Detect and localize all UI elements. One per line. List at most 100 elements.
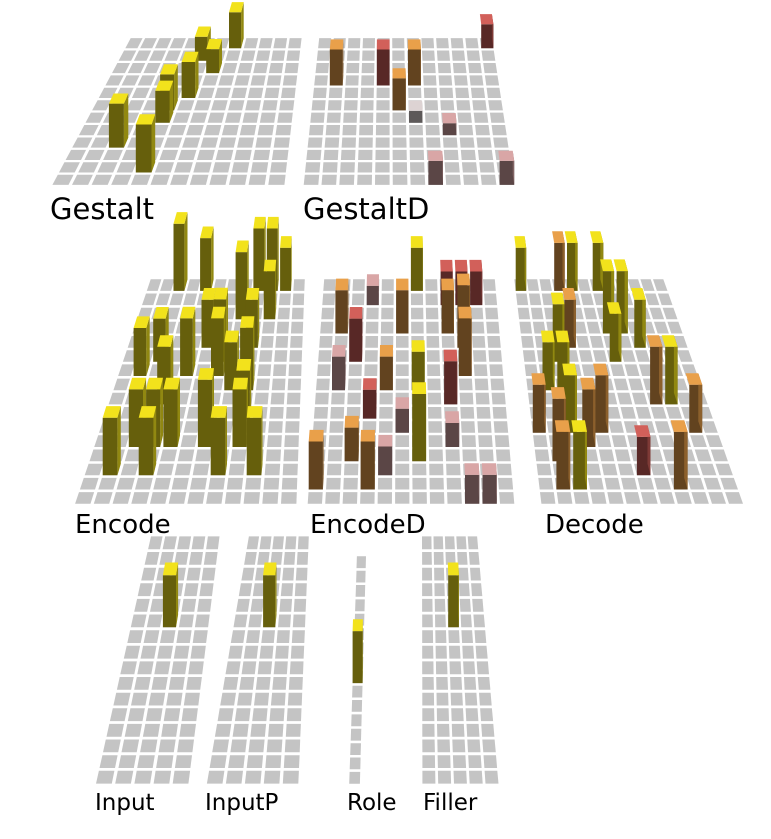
- grid-cell: [189, 174, 209, 185]
- grid-cell: [436, 692, 449, 706]
- grid-cell: [264, 463, 281, 476]
- grid-cell: [657, 293, 673, 306]
- block-front-face: [392, 78, 406, 111]
- block-front-face: [210, 417, 226, 476]
- block-side-face: [458, 562, 459, 628]
- grid-cell: [381, 307, 394, 320]
- grid-cell: [168, 492, 187, 504]
- grid-cell: [190, 645, 206, 659]
- grid-cell: [613, 378, 629, 391]
- activation-block: [442, 113, 457, 136]
- grid-cell: [327, 100, 342, 111]
- layer-input: [96, 536, 220, 784]
- grid-cell: [92, 100, 112, 111]
- grid-cell: [411, 321, 424, 334]
- grid-cell: [272, 536, 284, 550]
- grid-cell: [381, 279, 394, 291]
- grid-cell: [262, 321, 275, 334]
- grid-cell: [186, 125, 204, 136]
- grid-cell: [343, 112, 358, 123]
- grid-cell: [438, 75, 453, 86]
- block-top-face: [646, 335, 663, 347]
- grid-cell: [364, 350, 378, 362]
- grid-cell: [275, 336, 289, 348]
- grid-cell: [465, 708, 479, 722]
- grid-cell: [352, 685, 363, 698]
- grid-cell: [350, 743, 361, 755]
- grid-cell: [190, 477, 207, 490]
- grid-cell: [250, 723, 267, 737]
- grid-cell: [127, 708, 145, 722]
- grid-cell: [130, 614, 147, 628]
- block-side-face: [322, 429, 324, 490]
- grid-cell: [150, 598, 166, 612]
- activation-block: [407, 39, 421, 86]
- grid-cell: [319, 336, 333, 348]
- block-top-face: [163, 377, 180, 390]
- grid-cell: [158, 739, 176, 753]
- grid-cell: [427, 392, 442, 405]
- grid-cell: [108, 392, 126, 405]
- block-side-face: [573, 288, 576, 348]
- grid-cell: [124, 449, 143, 462]
- grid-cell: [458, 583, 470, 597]
- grid-cell: [379, 421, 393, 433]
- grid-cell: [187, 492, 205, 504]
- block-side-face: [253, 316, 255, 391]
- grid-cell: [241, 661, 257, 675]
- block-front-face: [360, 441, 375, 490]
- grid-cell: [445, 174, 461, 185]
- grid-cell: [422, 598, 433, 612]
- grid-cell: [326, 112, 341, 123]
- grid-cell: [323, 149, 339, 160]
- grid-cell: [484, 75, 500, 86]
- grid-cell: [137, 755, 155, 768]
- grid-cell: [381, 293, 394, 306]
- grid-cell: [142, 293, 157, 306]
- grid-cell: [303, 174, 320, 185]
- grid-cell: [154, 38, 172, 49]
- grid-cell: [257, 364, 272, 376]
- grid-cell: [322, 162, 338, 173]
- block-front-face: [211, 318, 224, 376]
- grid-cell: [396, 336, 409, 348]
- grid-cell: [118, 50, 137, 61]
- grid-cell: [422, 723, 435, 737]
- grid-cell: [635, 350, 650, 362]
- activation-block: [408, 100, 423, 123]
- block-front-face: [444, 361, 458, 405]
- block-top-face: [133, 316, 150, 328]
- grid-cell: [316, 50, 331, 61]
- grid-cell: [174, 463, 192, 476]
- grid-cell: [178, 614, 194, 628]
- block-side-face: [552, 330, 555, 391]
- grid-cell: [536, 463, 552, 476]
- grid-cell: [275, 645, 289, 659]
- block-side-face: [698, 373, 703, 433]
- grid-cell: [361, 75, 375, 86]
- grid-cell: [364, 364, 378, 376]
- grid-cell: [475, 645, 488, 659]
- block-front-face: [379, 356, 393, 391]
- grid-cell: [65, 149, 87, 160]
- grid-cell: [250, 598, 264, 612]
- grid-cell: [681, 364, 698, 376]
- grid-cell: [131, 492, 150, 504]
- grid-cell: [657, 492, 675, 504]
- grid-cell: [238, 583, 253, 597]
- layer-filler: [422, 536, 499, 784]
- block-side-face: [192, 306, 196, 376]
- grid-cell: [239, 125, 257, 136]
- activation-block: [329, 39, 344, 86]
- block-front-face: [263, 271, 276, 320]
- grid-cell: [218, 75, 235, 86]
- grid-cell: [310, 112, 325, 123]
- block-front-face: [181, 62, 196, 98]
- block-top-face: [564, 231, 578, 243]
- grid-cell: [539, 279, 552, 291]
- block-top-face: [366, 274, 379, 286]
- grid-cell: [339, 174, 355, 185]
- block-top-face: [180, 306, 196, 319]
- grid-cell: [423, 75, 437, 86]
- grid-cell: [409, 125, 423, 136]
